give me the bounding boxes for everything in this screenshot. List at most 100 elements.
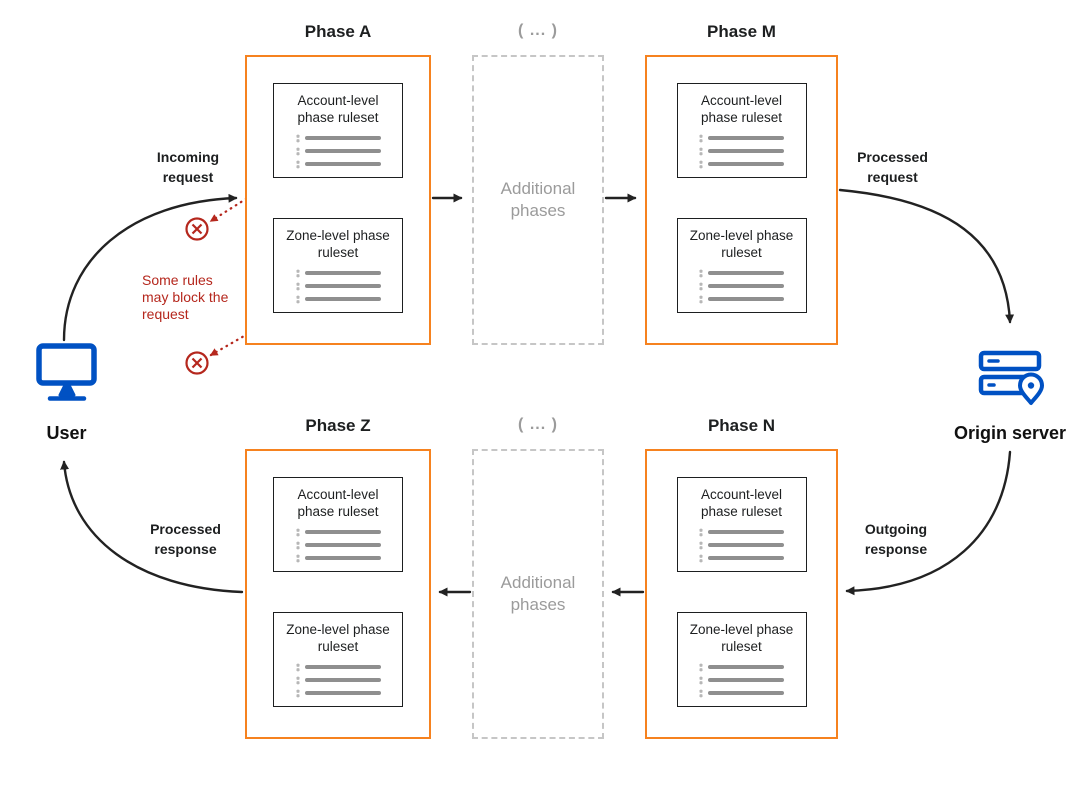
ruleset-rule-line <box>699 294 784 304</box>
ruleset-rule-line <box>699 527 784 537</box>
origin-server-icon <box>978 350 1044 405</box>
ruleset-rules <box>678 662 806 698</box>
ruleset-rule-line <box>295 294 381 304</box>
rule-handle-icon <box>295 133 300 143</box>
ruleset-rule-line <box>699 540 784 550</box>
rule-handle-icon <box>295 159 300 169</box>
ruleset-rule-line <box>295 540 381 550</box>
user-label: User <box>46 423 87 443</box>
ruleset-rules <box>274 662 402 698</box>
rule-handle-icon <box>699 294 703 304</box>
ruleset-rules <box>678 133 806 169</box>
incoming-request-label: Incoming request <box>156 149 220 185</box>
rule-bar <box>708 136 784 141</box>
ruleset-rule-line <box>699 268 784 278</box>
rule-handle-icon <box>699 133 703 143</box>
origin-server-label: Origin server <box>953 423 1067 443</box>
additional-phases-label: Additional phases <box>500 178 576 220</box>
rule-handle-icon <box>699 662 703 672</box>
account-ruleset-title: Account-level phase ruleset <box>700 487 783 519</box>
zone-ruleset-title: Zone-level phase ruleset <box>689 622 794 654</box>
rule-bar <box>708 678 784 683</box>
rule-bar <box>304 556 381 561</box>
ruleset-rule-line <box>699 688 784 698</box>
additional-phases-bottom-box: Additional phases <box>472 449 604 739</box>
ruleset-rule-line <box>295 281 381 291</box>
ruleset-rule-line <box>295 146 381 156</box>
ruleset-rule-line <box>699 662 784 672</box>
rule-bar <box>708 162 784 167</box>
rule-handle-icon <box>699 268 703 278</box>
rule-handle-icon <box>699 527 703 537</box>
ruleset-rules <box>274 527 402 563</box>
rule-handle-icon <box>295 553 300 563</box>
ruleset-rule-line <box>699 281 784 291</box>
account-level-ruleset-box: Account-level phase ruleset <box>676 477 807 572</box>
phase-n-box: Account-level phase ruleset Zone-level p… <box>645 449 838 739</box>
phase-m-title: Phase M <box>707 22 776 41</box>
rule-bar <box>304 271 381 276</box>
rule-bar <box>304 136 381 141</box>
ruleset-rule-line <box>295 553 381 563</box>
rule-handle-icon <box>699 540 703 550</box>
rule-bar <box>304 678 381 683</box>
ruleset-rule-line <box>295 159 381 169</box>
rule-bar <box>304 530 381 535</box>
rule-bar <box>304 665 381 670</box>
account-level-ruleset-box: Account-level phase ruleset <box>676 83 807 178</box>
rule-bar <box>708 149 784 154</box>
phase-m-box: Account-level phase ruleset Zone-level p… <box>645 55 838 345</box>
user-icon <box>36 343 97 401</box>
rule-bar <box>708 543 784 548</box>
rule-bar <box>708 271 784 276</box>
phase-a-box: Account-level phase ruleset Zone-level p… <box>245 55 431 345</box>
blocked-request-x-icon <box>185 217 209 241</box>
phase-z-title: Phase Z <box>305 416 371 435</box>
additional-phases-bottom-ellipsis: ( ... ) <box>518 416 558 433</box>
account-level-ruleset-box: Account-level phase ruleset <box>273 477 403 572</box>
additional-phases-label: Additional phases <box>500 572 576 614</box>
account-ruleset-title: Account-level phase ruleset <box>297 487 379 519</box>
ruleset-rule-line <box>699 675 784 685</box>
rule-handle-icon <box>295 662 300 672</box>
rule-handle-icon <box>699 688 703 698</box>
ruleset-rule-line <box>699 133 784 143</box>
ruleset-rules <box>274 133 402 169</box>
rule-bar <box>304 162 381 167</box>
account-level-ruleset-box: Account-level phase ruleset <box>273 83 403 178</box>
rule-handle-icon <box>699 281 703 291</box>
zone-ruleset-title: Zone-level phase ruleset <box>689 228 794 260</box>
processed-response-label: Processed response <box>150 521 221 557</box>
ruleset-rule-line <box>295 675 381 685</box>
rule-handle-icon <box>699 146 703 156</box>
arrow-phase-m-to-origin <box>838 188 1015 324</box>
rule-handle-icon <box>295 146 300 156</box>
ruleset-rule-line <box>699 159 784 169</box>
rule-bar <box>304 284 381 289</box>
rule-bar <box>708 297 784 302</box>
ruleset-rule-line <box>295 133 381 143</box>
outgoing-response-label: Outgoing response <box>864 521 928 557</box>
zone-ruleset-title: Zone-level phase ruleset <box>286 228 390 260</box>
rule-bar <box>708 665 784 670</box>
phase-n-title: Phase N <box>707 416 776 435</box>
rule-handle-icon <box>295 281 300 291</box>
account-ruleset-title: Account-level phase ruleset <box>297 93 379 125</box>
ruleset-rule-line <box>295 688 381 698</box>
zone-level-ruleset-box: Zone-level phase ruleset <box>273 612 403 707</box>
ruleset-rules <box>274 268 402 304</box>
ruleset-rules <box>678 527 806 563</box>
rule-bar <box>708 530 784 535</box>
rule-handle-icon <box>699 159 703 169</box>
rule-bar <box>304 543 381 548</box>
phase-a-title: Phase A <box>304 22 372 41</box>
zone-ruleset-title: Zone-level phase ruleset <box>286 622 390 654</box>
rule-bar <box>304 691 381 696</box>
ruleset-rule-line <box>295 268 381 278</box>
rule-handle-icon <box>295 688 300 698</box>
rule-handle-icon <box>295 540 300 550</box>
processed-request-label: Processed request <box>857 149 928 185</box>
rule-bar <box>304 149 381 154</box>
rule-handle-icon <box>295 527 300 537</box>
